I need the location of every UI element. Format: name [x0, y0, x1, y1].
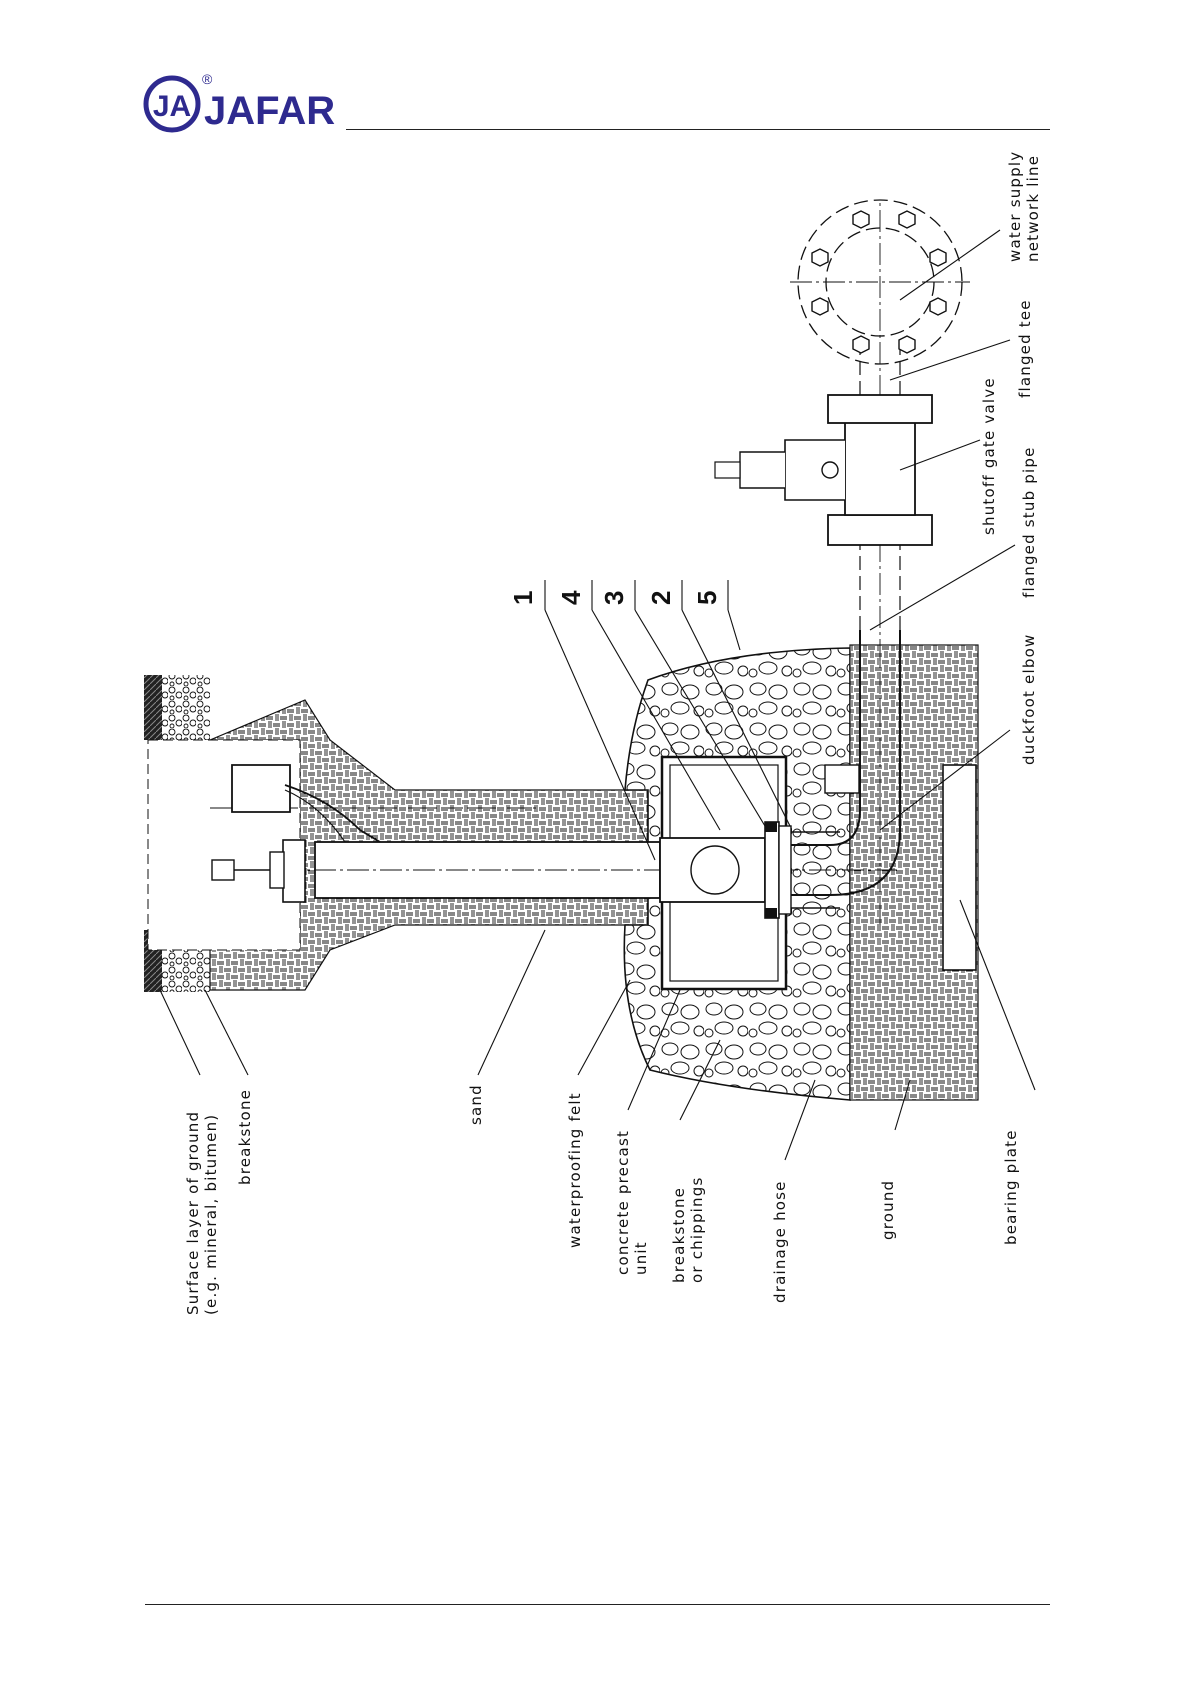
callout-2: 2 — [646, 591, 676, 605]
label-duckfoot-elbow: duckfoot elbow — [1020, 634, 1038, 765]
label-drainage-hose: drainage hose — [771, 1180, 789, 1303]
callout-1: 1 — [508, 591, 538, 605]
label-breakstone-chippings-1: breakstone — [670, 1187, 688, 1283]
label-sand: sand — [467, 1084, 485, 1125]
label-flanged-stub-pipe: flanged stub pipe — [1020, 446, 1038, 598]
bearing-plate — [943, 765, 976, 970]
breakstone-layer — [162, 675, 210, 740]
spindle-cap — [212, 860, 234, 880]
label-surface-layer-example: (e.g. mineral, bitumen) — [202, 1114, 220, 1315]
label-shutoff-gate-valve: shutoff gate valve — [980, 377, 998, 535]
label-surface-layer: Surface layer of ground — [184, 1111, 202, 1315]
flange-bolt — [765, 822, 777, 832]
label-waterproofing-felt: waterproofing felt — [566, 1092, 584, 1248]
callout-3: 3 — [599, 591, 629, 605]
label-concrete-precast: concrete precast — [614, 1130, 632, 1275]
label-breakstone: breakstone — [236, 1089, 254, 1185]
label-network-line: network line — [1024, 155, 1042, 262]
label-flanged-tee: flanged tee — [1016, 299, 1034, 398]
label-water-supply: water supply — [1006, 151, 1024, 262]
surface-layer — [144, 675, 162, 740]
hydrant-head — [232, 765, 290, 812]
label-ground: ground — [879, 1180, 897, 1240]
label-bearing-plate: bearing plate — [1002, 1129, 1020, 1245]
label-breakstone-chippings-2: or chippings — [688, 1177, 706, 1284]
callout-5: 5 — [692, 591, 722, 605]
shutoff-gate-valve — [845, 420, 915, 515]
callout-4: 4 — [556, 590, 586, 605]
label-concrete-unit: unit — [632, 1241, 650, 1275]
